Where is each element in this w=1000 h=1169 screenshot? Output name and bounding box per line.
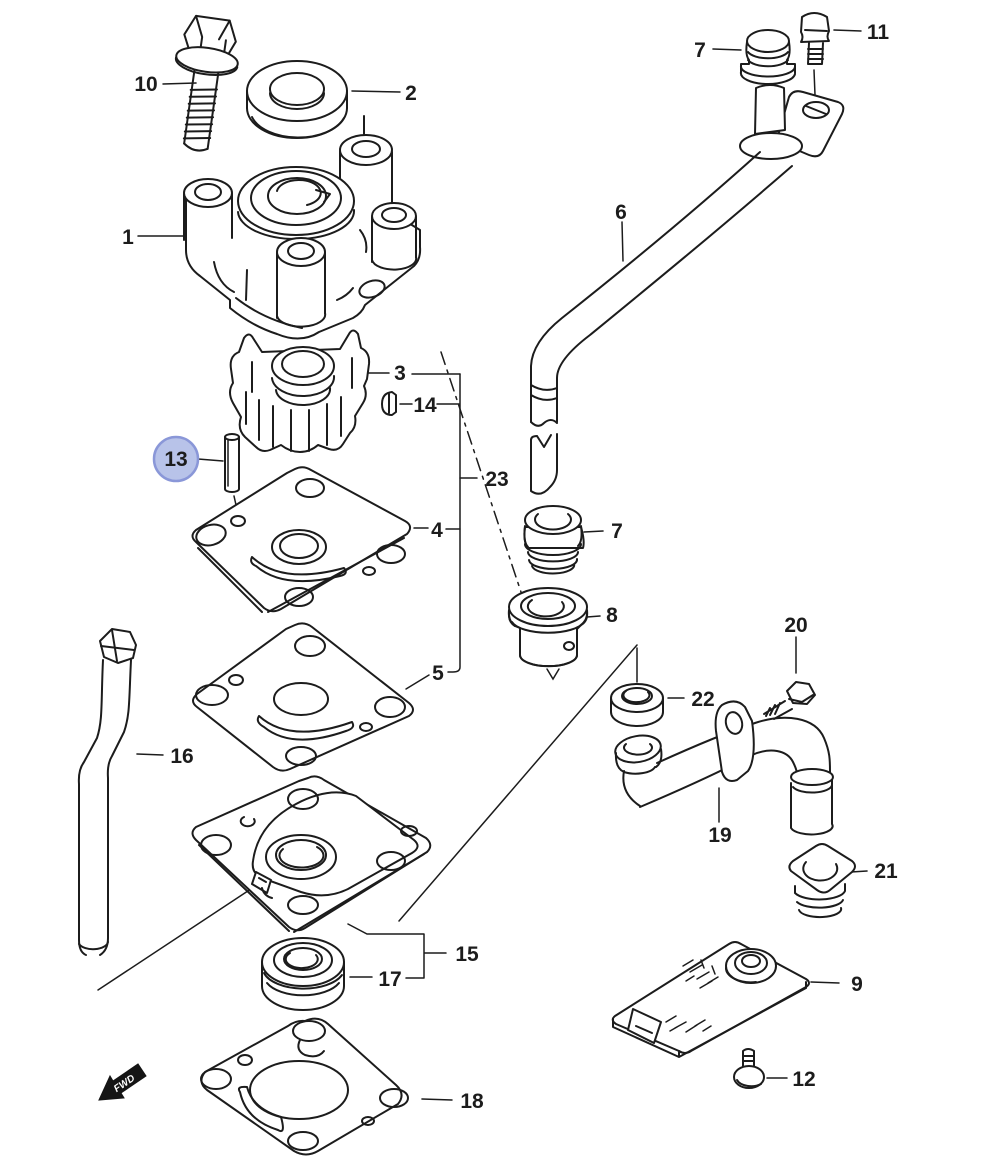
part-6-water-pipe xyxy=(530,84,845,495)
part-12-bolt xyxy=(733,1048,765,1089)
part-3-impeller xyxy=(229,329,371,453)
part-label-21[interactable]: 21 xyxy=(874,860,898,883)
part-10-bolt xyxy=(174,14,239,152)
part-label-19[interactable]: 19 xyxy=(708,824,731,847)
part-label-13[interactable]: 13 xyxy=(164,448,187,471)
highlight-balloon-13[interactable] xyxy=(152,435,200,483)
part-label-11[interactable]: 11 xyxy=(867,21,890,44)
part-label-1[interactable]: 1 xyxy=(122,226,134,249)
part-label-8[interactable]: 8 xyxy=(606,604,618,627)
part-label-3[interactable]: 3 xyxy=(394,362,406,385)
part-label-6[interactable]: 6 xyxy=(615,201,627,224)
part-20-bolt xyxy=(763,681,816,720)
part-16-water-tube xyxy=(77,628,137,956)
part-label-9[interactable]: 9 xyxy=(851,973,863,996)
part-label-4[interactable]: 4 xyxy=(431,519,443,542)
part-label-17[interactable]: 17 xyxy=(378,968,401,991)
part-label-7-top[interactable]: 7 xyxy=(694,39,706,62)
part-17-oil-seal xyxy=(261,937,345,1011)
part-labels: 10 2 1 3 14 13 23 4 5 16 6 7 11 7 8 20 2… xyxy=(122,21,898,1113)
part-21-seal xyxy=(788,843,856,919)
part-1-pump-case xyxy=(183,115,422,340)
part-19-water-pipe xyxy=(614,700,834,836)
fwd-arrow: FWD xyxy=(98,1063,147,1101)
part-8-bushing xyxy=(507,587,589,681)
part-label-23[interactable]: 23 xyxy=(485,468,508,491)
part-18-gasket xyxy=(200,1017,409,1156)
bracket-group-15 xyxy=(347,923,447,979)
part-label-5[interactable]: 5 xyxy=(432,662,444,685)
part-4-plate xyxy=(191,466,411,613)
part-label-22[interactable]: 22 xyxy=(691,688,714,711)
part-label-18[interactable]: 18 xyxy=(460,1090,484,1113)
part-5-gasket xyxy=(192,622,414,772)
part-2-seal-ring xyxy=(246,60,348,139)
part-label-20[interactable]: 20 xyxy=(784,614,807,637)
part-label-12[interactable]: 12 xyxy=(792,1068,815,1091)
part-13-pin xyxy=(224,433,240,493)
part-9-anode-plate xyxy=(611,941,810,1058)
part-label-10[interactable]: 10 xyxy=(134,73,157,96)
part-7-grommet-mid xyxy=(523,505,585,575)
part-15-under-panel xyxy=(191,775,432,933)
part-11-bolt xyxy=(800,12,830,65)
part-label-14[interactable]: 14 xyxy=(413,394,437,417)
part-14-key xyxy=(381,391,397,416)
part-22-grommet xyxy=(610,683,664,727)
part-7-grommet-top xyxy=(739,29,796,86)
part-label-16[interactable]: 16 xyxy=(170,745,193,768)
part-label-2[interactable]: 2 xyxy=(405,82,417,105)
part-label-7-mid[interactable]: 7 xyxy=(611,520,623,543)
part-label-15[interactable]: 15 xyxy=(455,943,479,966)
